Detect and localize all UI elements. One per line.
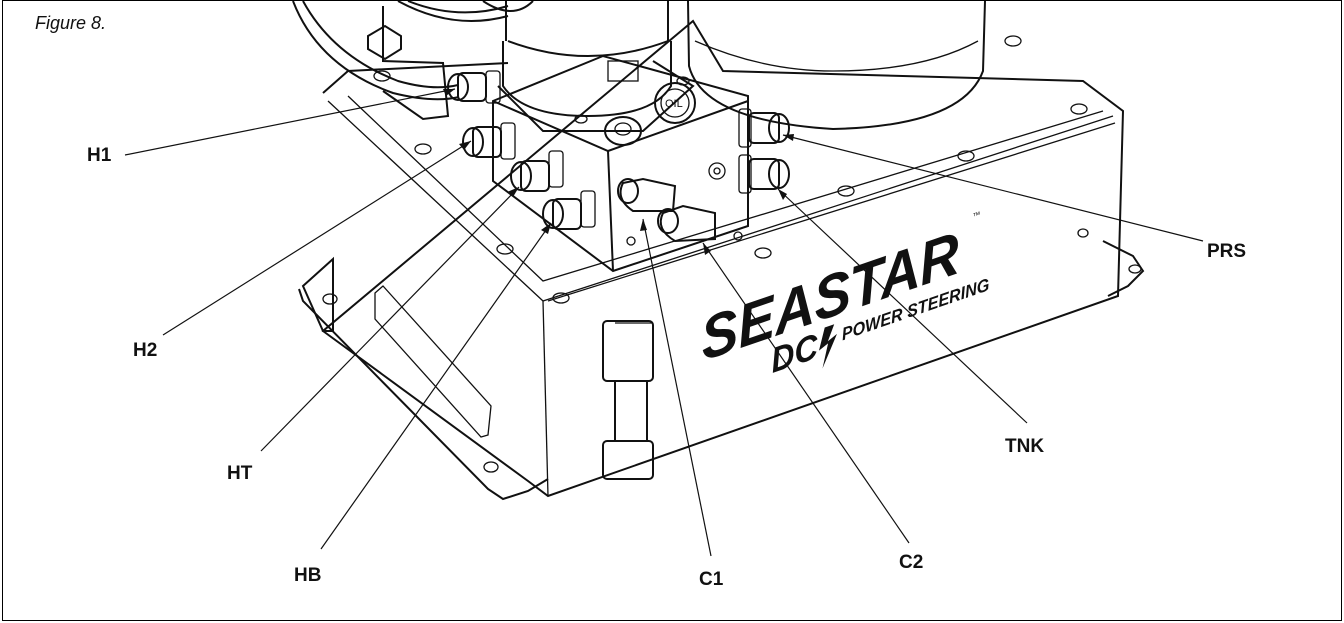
leader-prs <box>782 134 1204 242</box>
callout-labels: H1 H2 HT HB C1 C2 TNK PRS <box>87 145 1246 590</box>
pump-housing <box>298 19 1145 501</box>
elbow-c2 <box>657 204 716 243</box>
callout-ht: HT <box>227 463 253 484</box>
leader-h2 <box>162 140 472 336</box>
callout-h1: H1 <box>87 145 112 166</box>
lightning-bolt-icon <box>818 324 837 369</box>
seastar-logo: SEASTAR ™ DC POWER STEERING <box>698 210 990 382</box>
callout-hb: HB <box>294 565 321 586</box>
callout-c1: C1 <box>699 569 724 590</box>
leader-tnk <box>777 188 1028 424</box>
oil-cap-label: OIL <box>665 98 683 110</box>
callout-tnk: TNK <box>1005 436 1044 457</box>
fitting-tnk <box>738 154 790 194</box>
leader-h1 <box>124 88 456 156</box>
fitting-prs <box>738 108 790 148</box>
leader-hb <box>320 222 552 550</box>
callout-prs: PRS <box>1207 241 1246 262</box>
reservoir-cylinder <box>687 1 986 131</box>
fitting-hb <box>542 190 596 230</box>
elbow-c1 <box>617 177 677 212</box>
logo-trademark: ™ <box>972 210 980 222</box>
lid-bolts <box>373 35 1089 304</box>
leader-ht <box>260 186 520 452</box>
pump-illustration: OIL <box>87 1 1246 590</box>
callout-h2: H2 <box>133 340 157 361</box>
sight-gauge <box>602 320 654 480</box>
leader-lines <box>124 88 1204 557</box>
fitting-h2 <box>462 122 516 160</box>
manifold-block: OIL <box>492 54 749 273</box>
leader-c1 <box>642 218 712 557</box>
callout-c2: C2 <box>899 552 923 573</box>
figure-title: Figure 8. <box>35 13 107 33</box>
fitting-h1 <box>447 70 501 104</box>
leader-c2 <box>702 242 910 544</box>
fitting-ht <box>510 150 564 192</box>
